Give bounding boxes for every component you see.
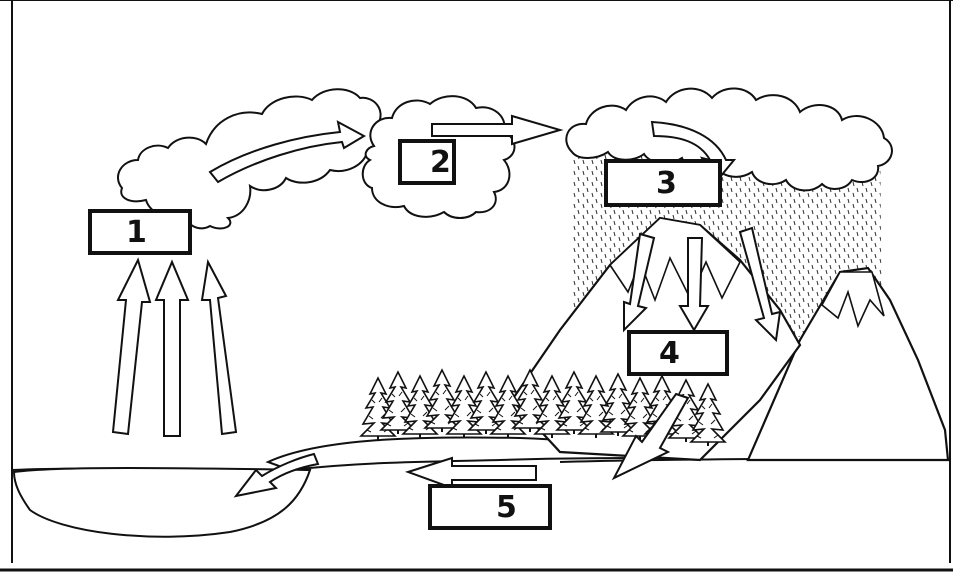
label-number-1: 1: [126, 214, 147, 250]
label-box-1[interactable]: 1: [88, 209, 192, 255]
lake-icon: [12, 467, 312, 538]
label-box-5[interactable]: 5: [428, 484, 552, 530]
label-number-4: 4: [659, 335, 680, 371]
condensation-arrow: [208, 120, 367, 184]
label-box-4[interactable]: 4: [627, 330, 729, 376]
river-flow-arrow: [404, 456, 537, 490]
snowy-peak-icon: [746, 266, 950, 462]
label-number-2: 2: [430, 144, 451, 180]
label-number-3: 3: [656, 165, 677, 201]
evaporation-arrows: [111, 257, 238, 437]
cloud-icon-right: [565, 87, 893, 192]
groundwater-arrow: [611, 392, 690, 481]
label-box-3[interactable]: 3: [604, 159, 722, 207]
runoff-arrows: [623, 226, 782, 343]
river-to-lake-arrow: [233, 452, 320, 498]
label-number-5: 5: [496, 489, 517, 525]
label-box-2[interactable]: 2: [398, 139, 456, 185]
cloud-transport-arrow: [431, 114, 564, 146]
